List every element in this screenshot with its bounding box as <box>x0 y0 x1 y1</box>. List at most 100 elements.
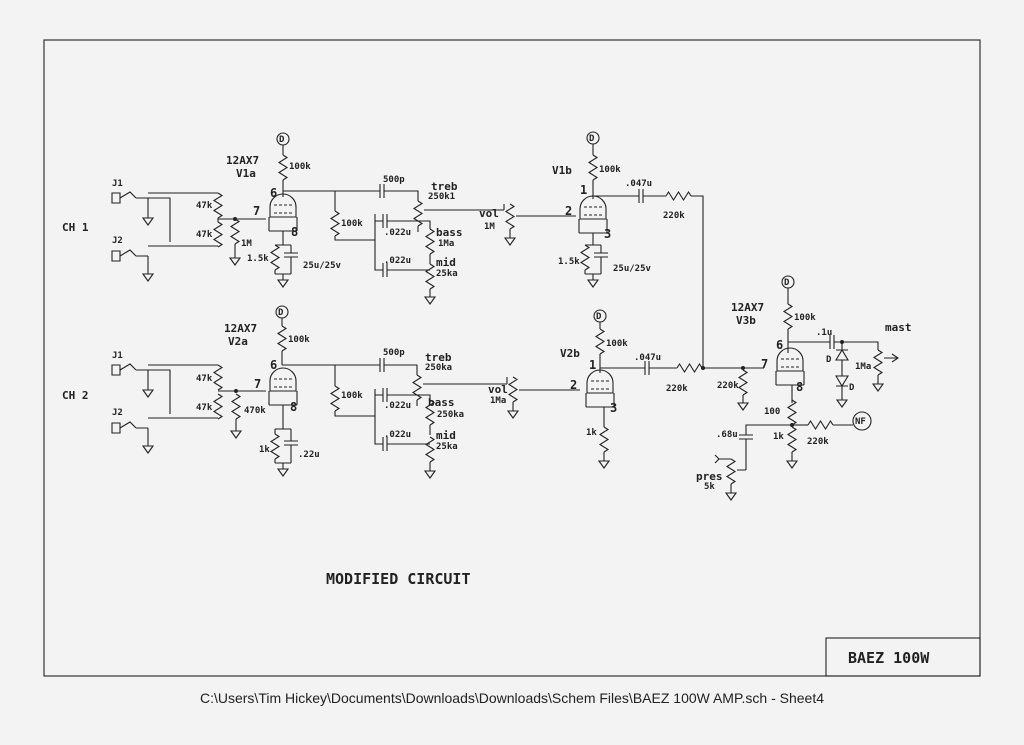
resistor-value: 220k <box>663 211 685 221</box>
diode-label: D <box>849 383 855 393</box>
volume-pot <box>508 376 518 403</box>
resistor-value: 1M <box>241 239 252 249</box>
jack-label: J1 <box>112 351 123 361</box>
capacitor-value: .1u <box>816 328 832 338</box>
resistor-value: 220k <box>717 381 739 391</box>
master-pot <box>873 349 883 376</box>
treble-cap <box>371 183 393 199</box>
tube-section: V3b <box>736 314 756 327</box>
pin-number: 1 <box>580 183 587 197</box>
tube-section: V2b <box>560 347 580 360</box>
pin-number: 3 <box>604 227 611 241</box>
input-resistor <box>213 192 223 219</box>
supply-label: D <box>279 135 285 145</box>
pot-value: 250ka <box>425 363 452 373</box>
diode-label: D <box>826 355 832 365</box>
mix-resistor <box>665 191 692 201</box>
pin-number: 7 <box>254 377 261 391</box>
file-path-footer: C:\Users\Tim Hickey\Documents\Downloads\… <box>199 690 824 706</box>
treble-cap <box>371 357 393 373</box>
input-resistor <box>213 221 223 248</box>
pin-number: 7 <box>253 204 260 218</box>
sheet-border <box>43 39 981 677</box>
input-jack <box>111 421 149 434</box>
supply-label: D <box>596 312 602 322</box>
volume-pot <box>505 203 515 230</box>
input-jack <box>111 363 149 376</box>
cathode-resistor <box>787 399 797 426</box>
pot-label: mid <box>436 256 456 269</box>
pot-value: 1Ma <box>490 396 506 406</box>
pin-number: 6 <box>270 358 277 372</box>
jack-label: J2 <box>112 408 123 418</box>
resistor-value: 47k <box>196 403 213 413</box>
resistor-value: 1.5k <box>558 257 580 267</box>
bass-cap <box>374 387 396 403</box>
nf-label: NF <box>855 417 866 427</box>
pin-number: 6 <box>270 186 277 200</box>
resistor-value: 1k <box>259 445 270 455</box>
pot-label: treb <box>425 351 452 364</box>
pot-label: mast <box>885 321 912 334</box>
pot-label: treb <box>431 180 458 193</box>
pot-value: 250ka <box>437 410 464 420</box>
resistor-value: 100k <box>606 339 628 349</box>
pin-number: 8 <box>796 380 803 394</box>
resistor-value: 470k <box>244 406 266 416</box>
title-block-frame <box>825 637 981 677</box>
capacitor-value: .047u <box>634 353 661 363</box>
resistor-value: 1k <box>586 428 597 438</box>
pin-number: 2 <box>565 204 572 218</box>
mid-pot <box>425 263 435 290</box>
channel-label: CH 1 <box>62 221 89 234</box>
capacitor-value: 25u/25v <box>303 261 342 271</box>
input-resistor <box>213 364 223 391</box>
pin-number: 2 <box>570 378 577 392</box>
pin-number: 3 <box>610 401 617 415</box>
coupling-cap <box>636 360 658 376</box>
treble-pot <box>413 200 423 227</box>
slope-resistor <box>330 210 340 237</box>
resistor-value: 100k <box>341 391 363 401</box>
title-block-text: BAEZ 100W <box>848 649 930 667</box>
pot-value: 5k <box>704 482 715 492</box>
pot-value: 1Ma <box>855 362 871 372</box>
channel-label: CH 2 <box>62 389 89 402</box>
diagram-title: MODIFIED CIRCUIT <box>326 570 471 588</box>
pin-number: 1 <box>589 358 596 372</box>
nf-resistor <box>807 420 834 430</box>
pot-label: bass <box>428 396 455 409</box>
resistor-value: 100 <box>764 407 780 417</box>
pot-label: bass <box>436 226 463 239</box>
capacitor-value: .022u <box>384 228 411 238</box>
pin-number: 6 <box>776 338 783 352</box>
resistor-value: 1.5k <box>247 254 269 264</box>
capacitor-value: 500p <box>383 348 405 358</box>
pin-number: 8 <box>291 225 298 239</box>
pin-number: 7 <box>761 357 768 371</box>
capacitor-value: .022u <box>384 401 411 411</box>
pin-number: 8 <box>290 400 297 414</box>
resistor-value: 47k <box>196 201 213 211</box>
resistor-value: 220k <box>807 437 829 447</box>
tube-section: V1a <box>236 167 256 180</box>
capacitor-value: 25u/25v <box>613 264 652 274</box>
slope-resistor <box>330 385 340 412</box>
jack-label: J2 <box>112 236 123 246</box>
supply-label: D <box>784 278 790 288</box>
presence-pot <box>726 458 736 485</box>
capacitor-value: 500p <box>383 175 405 185</box>
resistor-value: 47k <box>196 374 213 384</box>
plate-load-resistor <box>278 154 288 181</box>
capacitor-value: .22u <box>298 450 320 460</box>
coupling-cap <box>630 188 652 204</box>
supply-label: D <box>589 134 595 144</box>
tube-section: V1b <box>552 164 572 177</box>
tube-section: V2a <box>228 335 248 348</box>
grid-resistor <box>231 393 241 420</box>
output-stage: 12AX7 V3b 220k 6 7 8 D 100k .1u D D mast… <box>696 275 912 501</box>
tube-type: 12AX7 <box>731 301 764 314</box>
resistor-value: 100k <box>599 165 621 175</box>
capacitor-value: .047u <box>625 179 652 189</box>
